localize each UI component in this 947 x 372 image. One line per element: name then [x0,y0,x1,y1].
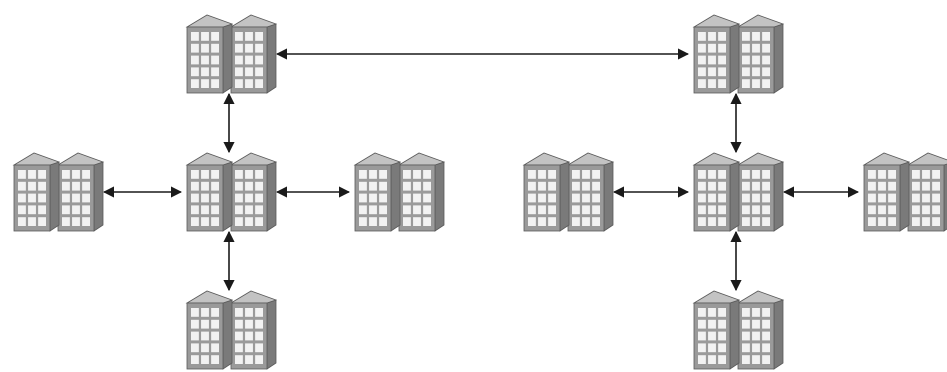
building-node [522,152,615,232]
building-node [185,14,278,94]
building-node [692,14,785,94]
building-node [692,152,785,232]
office-buildings-icon [862,152,947,232]
office-buildings-icon [353,152,446,232]
office-buildings-icon [692,290,785,370]
building-node [692,290,785,370]
office-buildings-icon [185,14,278,94]
links-layer [102,48,860,292]
building-node [353,152,446,232]
office-buildings-icon [185,152,278,232]
building-node [185,290,278,370]
office-buildings-icon [185,290,278,370]
office-buildings-icon [522,152,615,232]
building-node [862,152,947,232]
office-buildings-icon [692,14,785,94]
building-node [12,152,105,232]
office-buildings-icon [12,152,105,232]
nodes-layer [12,14,947,370]
building-node [185,152,278,232]
office-buildings-icon [692,152,785,232]
